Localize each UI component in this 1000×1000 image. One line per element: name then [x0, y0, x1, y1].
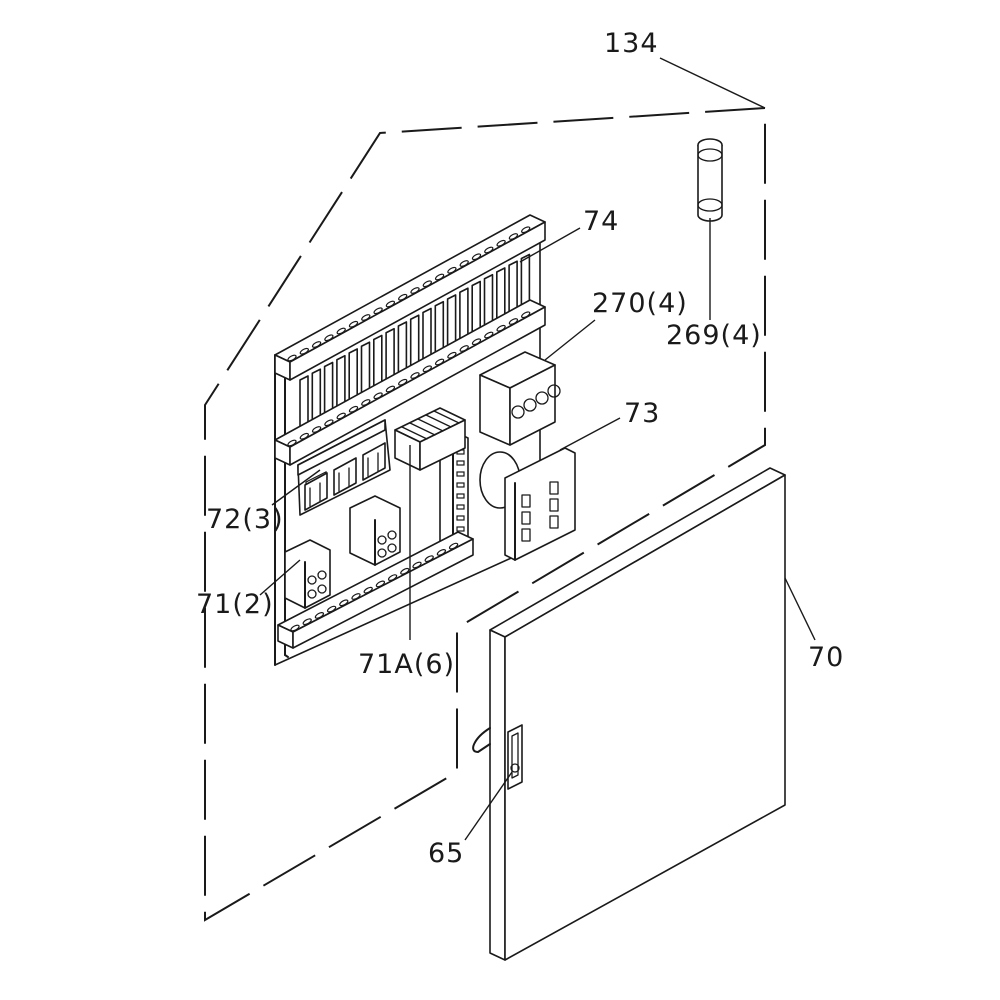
duct-slot — [434, 273, 445, 281]
contactors — [297, 419, 391, 516]
duct-slot — [508, 318, 519, 325]
wire-duct-bottom-slots — [290, 542, 459, 632]
duct-slot — [484, 246, 494, 254]
duct-slot — [324, 334, 334, 342]
duct-slot — [448, 542, 459, 550]
duct-slot — [311, 426, 322, 433]
wire-duct-middle — [274, 299, 546, 466]
duct-slot — [410, 372, 420, 379]
fuse-cartridge — [697, 138, 723, 222]
duct-slot — [410, 287, 420, 294]
duct-slot — [400, 567, 410, 575]
duct-slot — [471, 253, 482, 261]
label-71a: 71A(6) — [358, 649, 455, 680]
duct-slot — [290, 624, 300, 632]
duct-slot — [348, 320, 359, 328]
duct-slot — [302, 618, 312, 626]
duct-slot — [456, 526, 465, 532]
duct-slot — [434, 358, 445, 366]
transformer — [479, 447, 576, 561]
duct-slot — [398, 378, 408, 386]
label-71: 71(2) — [196, 589, 274, 620]
duct-slot — [363, 586, 373, 594]
duct-slot — [385, 385, 396, 393]
duct-slot — [521, 311, 531, 319]
duct-slot — [287, 439, 297, 447]
wire-duct-vertical-slots — [456, 449, 465, 543]
duct-slot — [456, 493, 465, 499]
duct-slot — [299, 432, 309, 440]
label-70: 70 — [808, 642, 844, 673]
label-270: 270(4) — [592, 288, 688, 319]
duct-slot — [375, 580, 386, 588]
duct-slot — [456, 460, 465, 466]
duct-slot — [422, 280, 432, 288]
duct-slot — [447, 351, 457, 359]
cabinet-enclosure-outline — [204, 107, 766, 922]
label-74: 74 — [583, 206, 619, 237]
duct-slot — [373, 307, 383, 315]
duct-slot — [348, 405, 359, 413]
leader-lines — [259, 57, 816, 841]
label-73: 73 — [624, 398, 660, 429]
duct-slot — [324, 419, 334, 427]
duct-slot — [326, 605, 337, 613]
duct-slot — [385, 300, 396, 308]
duct-slot — [351, 593, 361, 600]
wire-duct-bottom — [277, 531, 474, 649]
duct-slot — [422, 365, 432, 373]
duct-slot — [459, 260, 469, 267]
label-72: 72(3) — [206, 504, 284, 535]
duct-slot — [398, 293, 408, 301]
duct-slot — [447, 266, 457, 274]
label-269: 269(4) — [666, 320, 762, 351]
duct-slot — [456, 482, 465, 488]
duct-slot — [387, 574, 398, 581]
wire-duct-top-slots — [287, 226, 531, 362]
duct-slot — [456, 504, 465, 510]
duct-slot — [361, 399, 371, 406]
duct-slot — [311, 341, 322, 348]
duct-slot — [496, 324, 506, 332]
wire-duct-middle-slots — [287, 311, 531, 447]
duct-slot — [471, 338, 482, 346]
duct-slot — [336, 327, 346, 335]
cabinet-door — [489, 467, 786, 961]
duct-slot — [456, 515, 465, 521]
duct-slot — [373, 392, 383, 400]
duct-slot — [508, 233, 519, 240]
duct-slot — [456, 471, 465, 477]
duct-slot — [336, 412, 346, 420]
duct-slot — [484, 331, 494, 339]
duct-slot — [459, 345, 469, 352]
terminal-blocks — [394, 407, 466, 471]
transformer-terminals — [521, 481, 559, 542]
duct-slot — [299, 347, 309, 355]
label-134: 134 — [604, 28, 659, 59]
duct-slot — [521, 226, 531, 234]
overload-relays — [284, 495, 401, 609]
duct-slot — [339, 599, 349, 607]
duct-slot — [287, 354, 297, 362]
duct-slot — [424, 555, 434, 563]
duct-slot — [412, 561, 422, 569]
label-65: 65 — [428, 838, 464, 869]
duct-slot — [314, 612, 325, 619]
duct-slot — [496, 239, 506, 247]
callout-labels: 134 74 270(4) 269(4) 73 72(3) 71(2) 71A(… — [196, 28, 844, 869]
fuse-holder-block — [479, 351, 561, 446]
duct-slot — [361, 314, 371, 321]
duct-slot — [436, 549, 447, 556]
